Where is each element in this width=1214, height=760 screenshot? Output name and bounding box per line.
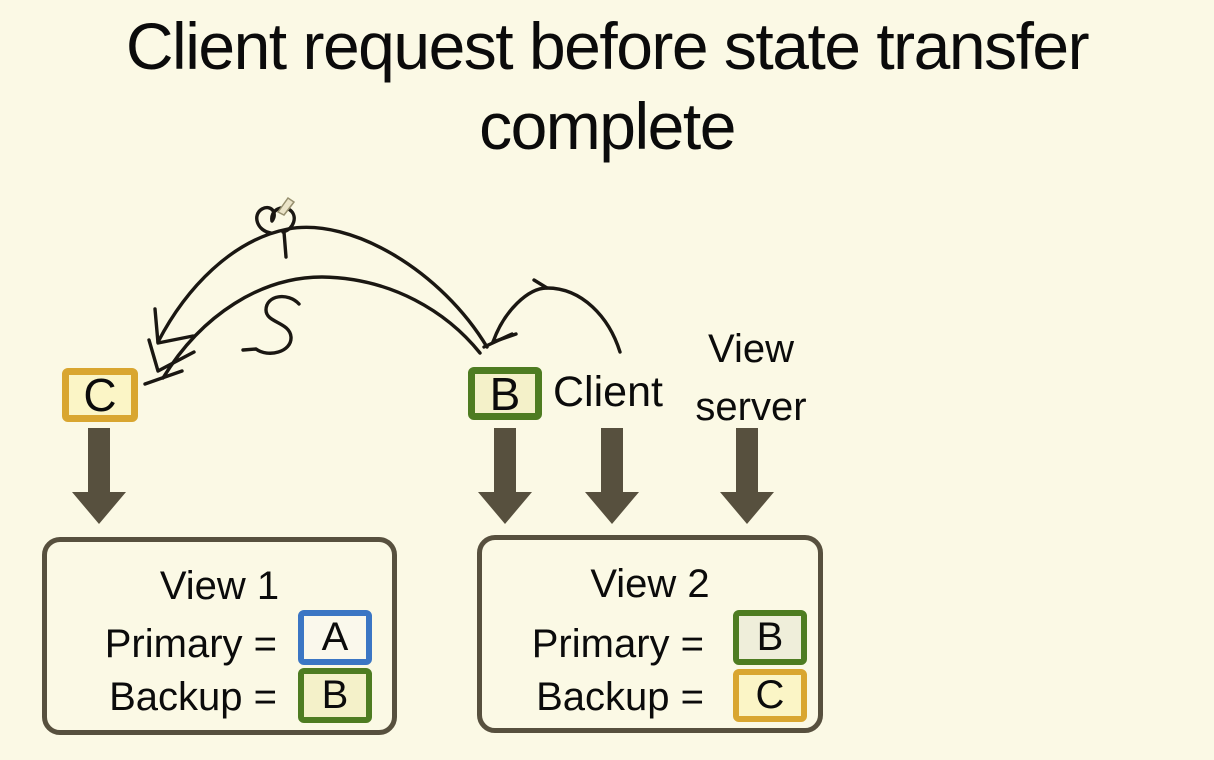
arrow-client-to-view2: [585, 428, 639, 524]
arrowhead-at-c-2-icon: [147, 338, 196, 373]
view1-backup-value-box: B: [298, 668, 372, 723]
view-server-label: View server: [676, 320, 826, 436]
view1-backup-label: Backup =: [109, 675, 277, 719]
pencil-cursor-icon: [276, 196, 296, 216]
handwritten-s: [241, 294, 301, 355]
view1-backup-value: B: [321, 673, 349, 717]
arrow-viewserver-to-view2: [720, 428, 774, 524]
hook-arrowhead-icon: [491, 332, 518, 344]
view2-backup-value-box: C: [733, 669, 807, 722]
view-server-label-line2: server: [695, 385, 807, 429]
arrow-b-to-view2: [478, 428, 532, 524]
scribble-doodle: [255, 205, 296, 259]
hand-arc-upper: [156, 225, 489, 349]
arrowhead-at-c-1-icon: [153, 307, 195, 345]
view2-box: View 2 Primary = B Backup = C: [477, 535, 823, 733]
view1-primary-value-box: A: [298, 610, 372, 665]
arrowhead-at-b-icon: [482, 332, 514, 349]
view2-backup-label: Backup =: [536, 675, 704, 719]
view2-primary-value: B: [756, 615, 784, 659]
node-c: C: [62, 368, 138, 422]
view2-primary-value-box: B: [733, 610, 807, 665]
view1-primary-label: Primary =: [104, 622, 277, 666]
node-c-label: C: [83, 369, 117, 421]
hand-arc-lower: [161, 275, 482, 380]
slide-title-line1: Client request before state transfer: [125, 9, 1090, 83]
slide-title-line2: complete: [479, 89, 736, 163]
view1-title: View 1: [159, 564, 280, 608]
hand-hook-arc: [491, 286, 622, 354]
arrow-c-to-view1: [72, 428, 126, 524]
view1-primary-value: A: [321, 615, 349, 659]
hook-start-flick: [532, 278, 549, 290]
view1-box: View 1 Primary = A Backup = B: [42, 537, 397, 735]
client-label: Client: [553, 368, 663, 416]
view2-title: View 2: [590, 562, 710, 606]
view-server-label-line1: View: [708, 327, 794, 371]
arrowhead-at-c-3-icon: [143, 369, 184, 386]
view2-backup-value: C: [755, 673, 785, 717]
view2-primary-label: Primary =: [531, 622, 704, 666]
node-b-label: B: [489, 367, 521, 420]
node-b: B: [468, 367, 542, 420]
slide-title: Client request before state transfer com…: [0, 6, 1214, 166]
